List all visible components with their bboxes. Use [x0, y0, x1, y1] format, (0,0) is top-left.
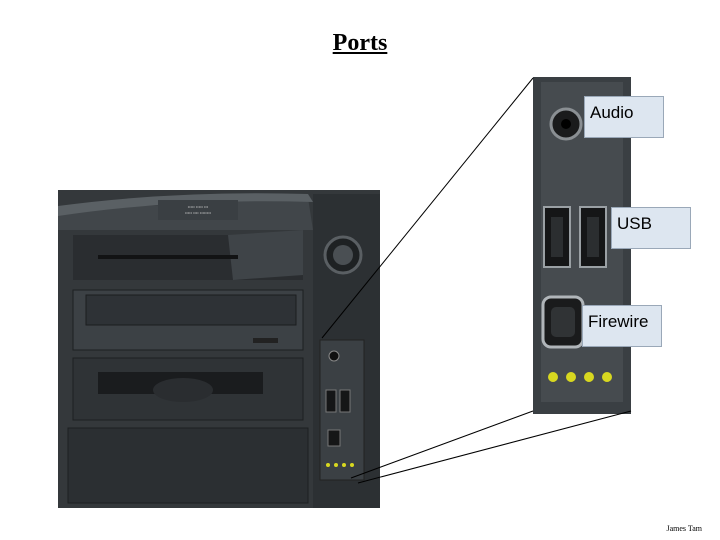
svg-text:••••• ••••• •••: ••••• ••••• ••• — [188, 204, 209, 209]
usb-label: USB — [611, 207, 691, 249]
svg-text:••••• •••• ••••••••: ••••• •••• •••••••• — [185, 210, 212, 215]
computer-case-image: ••••• ••••• ••• ••••• •••• •••••••• — [58, 190, 380, 508]
firewire-label: Firewire — [582, 305, 662, 347]
author-credit: James Tam — [666, 524, 702, 533]
audio-label: Audio — [584, 96, 664, 138]
slide-title: Ports — [332, 30, 388, 56]
